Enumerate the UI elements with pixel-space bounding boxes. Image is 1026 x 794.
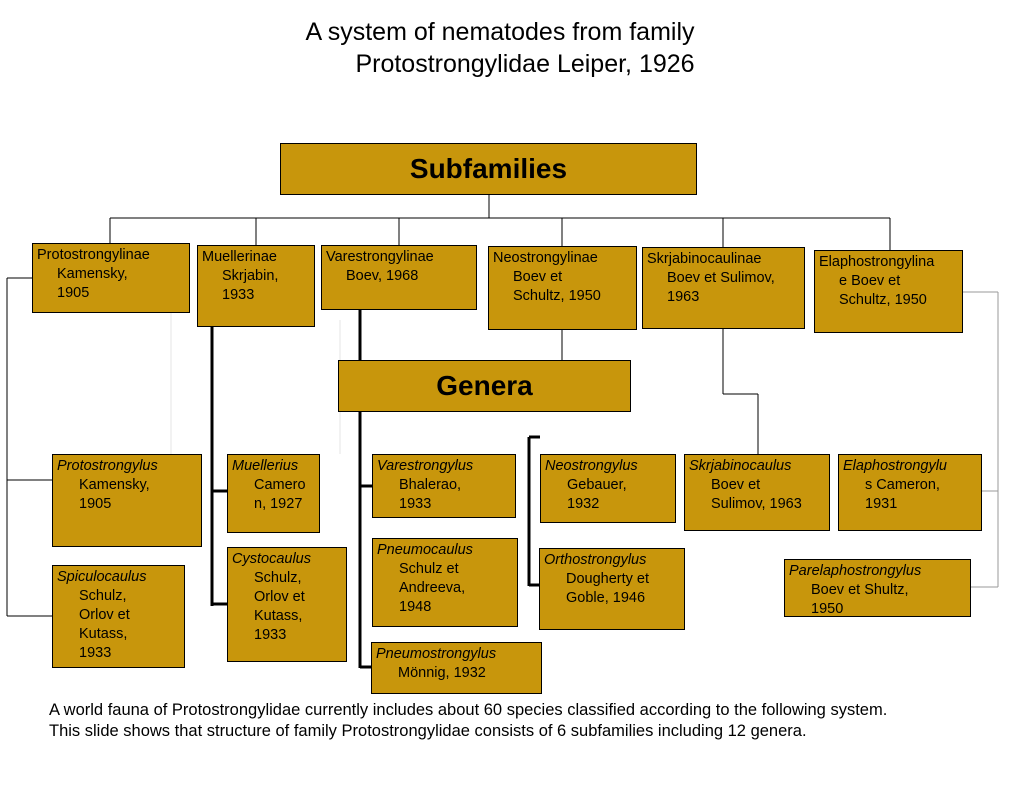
subfamily-elaphostrongylinae: Elaphostrongylina e Boev et Schultz, 195… — [814, 250, 963, 333]
subfamily-varestrongylinae: Varestrongylinae Boev, 1968 — [321, 245, 477, 310]
genus-skrjabinocaulus: Skrjabinocaulus Boev et Sulimov, 1963 — [684, 454, 830, 531]
subfamily-muellerinae: Muellerinae Skrjabin, 1933 — [197, 245, 315, 327]
genus-neostrongylus: Neostrongylus Gebauer, 1932 — [540, 454, 676, 523]
genus-varestrongylus: Varestrongylus Bhalerao, 1933 — [372, 454, 516, 518]
footer-line-1: A world fauna of Protostrongylidae curre… — [49, 701, 888, 719]
genus-pneumocaulus: Pneumocaulus Schulz et Andreeva, 1948 — [372, 538, 518, 627]
title-line-2: Protostrongylidae Leiper, 1926 — [355, 50, 695, 78]
subfamilies-header: Subfamilies — [280, 143, 697, 195]
genus-muellerius: Muellerius Camero n, 1927 — [227, 454, 320, 533]
footer-line-2: This slide shows that structure of famil… — [49, 722, 807, 740]
genera-header: Genera — [338, 360, 631, 412]
subfamily-neostrongylinae: Neostrongylinae Boev et Schultz, 1950 — [488, 246, 637, 330]
genus-orthostrongylus: Orthostrongylus Dougherty et Goble, 1946 — [539, 548, 685, 630]
subfamily-skrjabinocaulinae: Skrjabinocaulinae Boev et Sulimov, 1963 — [642, 247, 805, 329]
subfamily-protostrongylinae: Protostrongylinae Kamensky, 1905 — [32, 243, 190, 313]
genus-spiculocaulus: Spiculocaulus Schulz, Orlov et Kutass, 1… — [52, 565, 185, 668]
title-line-1: A system of nematodes from family — [305, 18, 695, 46]
genus-elaphostrongylus: Elaphostrongylu s Cameron, 1931 — [838, 454, 982, 531]
slide-title: A system of nematodes from family Protos… — [0, 16, 1000, 80]
genus-parelaphostrongylus: Parelaphostrongylus Boev et Shultz, 1950 — [784, 559, 971, 617]
genus-protostrongylus: Protostrongylus Kamensky, 1905 — [52, 454, 202, 547]
genus-pneumostrongylus: Pneumostrongylus Mönnig, 1932 — [371, 642, 542, 694]
genus-cystocaulus: Cystocaulus Schulz, Orlov et Kutass, 193… — [227, 547, 347, 662]
footer-note: A world fauna of Protostrongylidae curre… — [49, 700, 1019, 742]
